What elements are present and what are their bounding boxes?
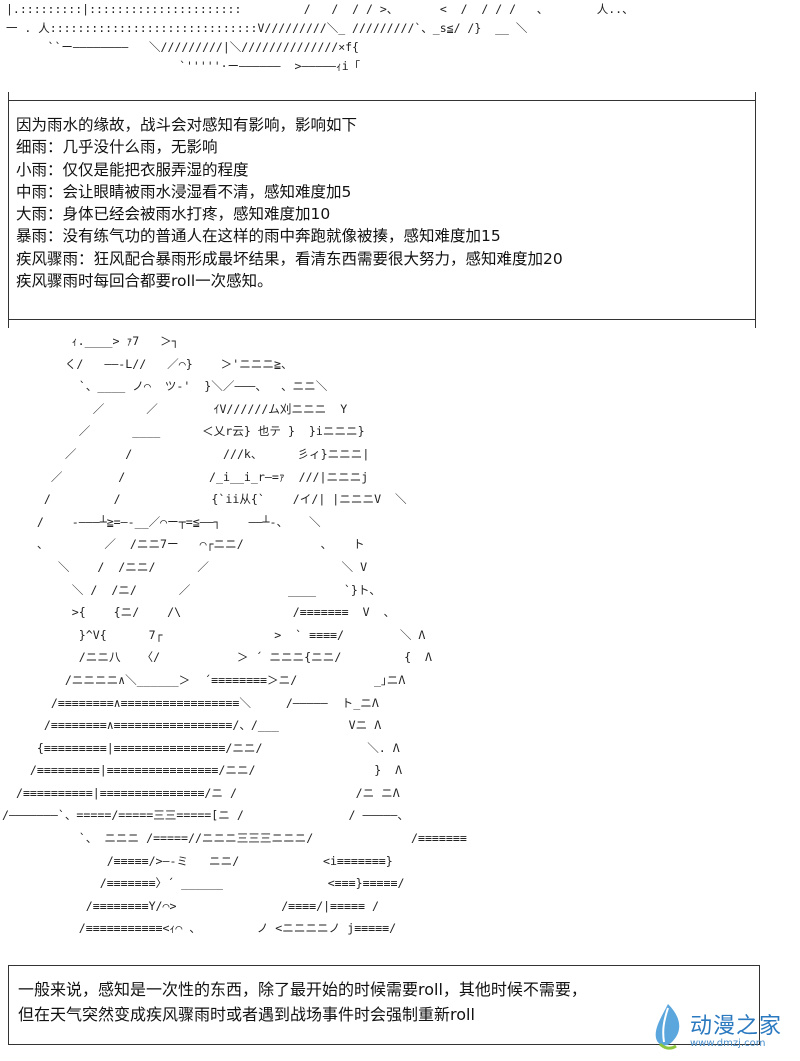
rule-line-rainstorm: 暴雨：没有练气功的普通人在这样的雨中奔跑就像被揍，感知难度加15: [16, 227, 501, 246]
box-border-top: [8, 100, 756, 101]
rule-line-storm: 疾风骤雨：狂风配合暴雨形成最坏结果，看清东西需要很大努力，感知难度加20: [16, 249, 563, 268]
rule-line-storm-roll: 疾风骤雨时每回合都要roll一次感知。: [16, 272, 273, 291]
box-border-left: [8, 92, 9, 328]
site-watermark: 动漫之家 www.dmzj.com: [650, 1000, 795, 1055]
box-border-left: [8, 965, 9, 1045]
perception-note-text: 一般来说，感知是一次性的东西，除了最开始的时候需要roll，其他时候不需要， 但…: [18, 977, 752, 1027]
rule-line-moderate-rain: 中雨：会让眼睛被雨水浸湿看不清，感知难度加5: [16, 182, 352, 201]
ascii-art-banner: |.:::::::::|:::::::::::::::::::::: / / /…: [6, 2, 634, 73]
watermark-name: 动漫之家: [690, 1014, 783, 1039]
box-border-bottom: [8, 319, 756, 320]
rule-line-intro: 因为雨水的缘故，战斗会对感知有影响，影响如下: [16, 116, 358, 134]
box-border-bottom: [8, 1044, 760, 1045]
rule-line-light-rain: 小雨：仅仅是能把衣服弄湿的程度: [16, 160, 249, 179]
leaf-logo-icon: [655, 1004, 680, 1050]
rain-rules-text: 因为雨水的缘故，战斗会对感知有影响，影响如下 细雨：几乎没什么雨，无影响 小雨：…: [16, 114, 752, 292]
box-border-right: [759, 965, 760, 1045]
rule-line-drizzle: 细雨：几乎没什么雨，无影响: [16, 138, 218, 157]
box-border-right: [755, 92, 756, 328]
box-border-top: [8, 965, 760, 966]
note-line-1: 一般来说，感知是一次性的东西，除了最开始的时候需要roll，其他时候不需要，: [18, 980, 587, 999]
note-line-2: 但在天气突然变成疾风骤雨时或者遇到战场事件时会强制重新roll: [18, 1005, 475, 1024]
rain-rules-box: 因为雨水的缘故，战斗会对感知有影响，影响如下 细雨：几乎没什么雨，无影响 小雨：…: [8, 92, 756, 328]
rule-line-heavy-rain: 大雨：身体已经会被雨水打疼，感知难度加10: [16, 205, 331, 224]
watermark-url: www.dmzj.com: [690, 1038, 766, 1049]
perception-note-box: 一般来说，感知是一次性的东西，除了最开始的时候需要roll，其他时候不需要， 但…: [8, 965, 760, 1045]
ascii-art-figure: ｨ.____> ｧ7 ＞┐ く/ ――-L// ／⌒} ＞'ニニニ≧、 `、__…: [2, 334, 467, 936]
